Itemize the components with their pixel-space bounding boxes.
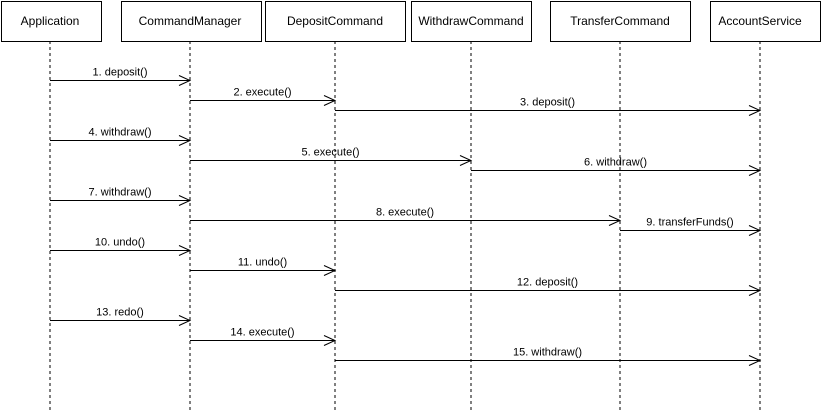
- arrowhead: [748, 225, 762, 236]
- arrowhead: [748, 285, 762, 296]
- message-label: 13. redo(): [96, 307, 144, 319]
- message-3: 3. deposit(): [335, 97, 762, 116]
- arrowhead: [178, 135, 192, 146]
- message-10: 10. undo(): [50, 237, 192, 256]
- message-6: 6. withdraw(): [471, 157, 762, 176]
- participant-label: DepositCommand: [287, 14, 383, 28]
- message-label: 8. execute(): [376, 207, 434, 219]
- participant-label: AccountService: [718, 14, 802, 28]
- arrowhead: [323, 95, 337, 106]
- participants: Application CommandManager DepositCommand W…: [1, 1, 821, 42]
- arrowhead: [178, 75, 192, 86]
- participant-box: [710, 1, 821, 42]
- participant-application: Application: [1, 1, 102, 42]
- participant-box: [121, 1, 262, 42]
- arrowhead: [608, 215, 622, 226]
- message-11: 11. undo(): [190, 257, 337, 276]
- message-14: 14. execute(): [190, 327, 337, 346]
- participant-account-service: AccountService: [710, 1, 821, 42]
- message-label: 1. deposit(): [92, 67, 147, 79]
- message-label: 10. undo(): [95, 237, 145, 249]
- arrowhead: [459, 155, 473, 166]
- message-label: 7. withdraw(): [89, 187, 152, 199]
- message-1: 1. deposit(): [50, 67, 192, 86]
- message-label: 11. undo(): [238, 257, 287, 269]
- participant-box: [411, 1, 532, 42]
- message-8: 8. execute(): [190, 207, 622, 226]
- message-label: 4. withdraw(): [89, 127, 152, 139]
- message-label: 15. withdraw(): [513, 347, 582, 359]
- arrowhead: [178, 315, 192, 326]
- message-label: 2. execute(): [233, 87, 291, 99]
- participant-deposit-command: DepositCommand: [265, 1, 406, 42]
- arrowhead: [323, 265, 337, 276]
- message-15: 15. withdraw(): [335, 347, 762, 366]
- arrowhead: [748, 165, 762, 176]
- participant-box: [550, 1, 691, 42]
- message-12: 12. deposit(): [335, 277, 762, 296]
- arrowhead: [748, 355, 762, 366]
- participant-label: WithdrawCommand: [418, 14, 523, 28]
- participant-label: Application: [21, 14, 80, 28]
- participant-command-manager: CommandManager: [121, 1, 262, 42]
- message-4: 4. withdraw(): [50, 127, 192, 146]
- message-5: 5. execute(): [190, 147, 473, 166]
- participant-label: TransferCommand: [570, 14, 670, 28]
- message-7: 7. withdraw(): [50, 187, 192, 206]
- participant-label: CommandManager: [139, 14, 242, 28]
- participant-box: [1, 1, 102, 42]
- message-label: 6. withdraw(): [584, 157, 647, 169]
- participant-transfer-command: TransferCommand: [550, 1, 691, 42]
- arrowhead: [178, 195, 192, 206]
- message-9: 9. transferFunds(): [620, 217, 762, 236]
- arrowhead: [748, 105, 762, 116]
- message-13: 13. redo(): [50, 307, 192, 326]
- message-2: 2. execute(): [190, 87, 337, 106]
- arrowhead: [323, 335, 337, 346]
- arrowhead: [178, 245, 192, 256]
- message-label: 9. transferFunds(): [646, 217, 733, 229]
- message-label: 3. deposit(): [520, 97, 575, 109]
- lifelines: [49, 41, 761, 411]
- message-label: 12. deposit(): [517, 277, 578, 289]
- message-label: 5. execute(): [301, 147, 359, 159]
- messages: 1. deposit() 2. execute() 3. deposit() 4. w…: [50, 67, 762, 366]
- message-label: 14. execute(): [230, 327, 294, 339]
- participant-box: [265, 1, 406, 42]
- participant-withdraw-command: WithdrawCommand: [411, 1, 532, 42]
